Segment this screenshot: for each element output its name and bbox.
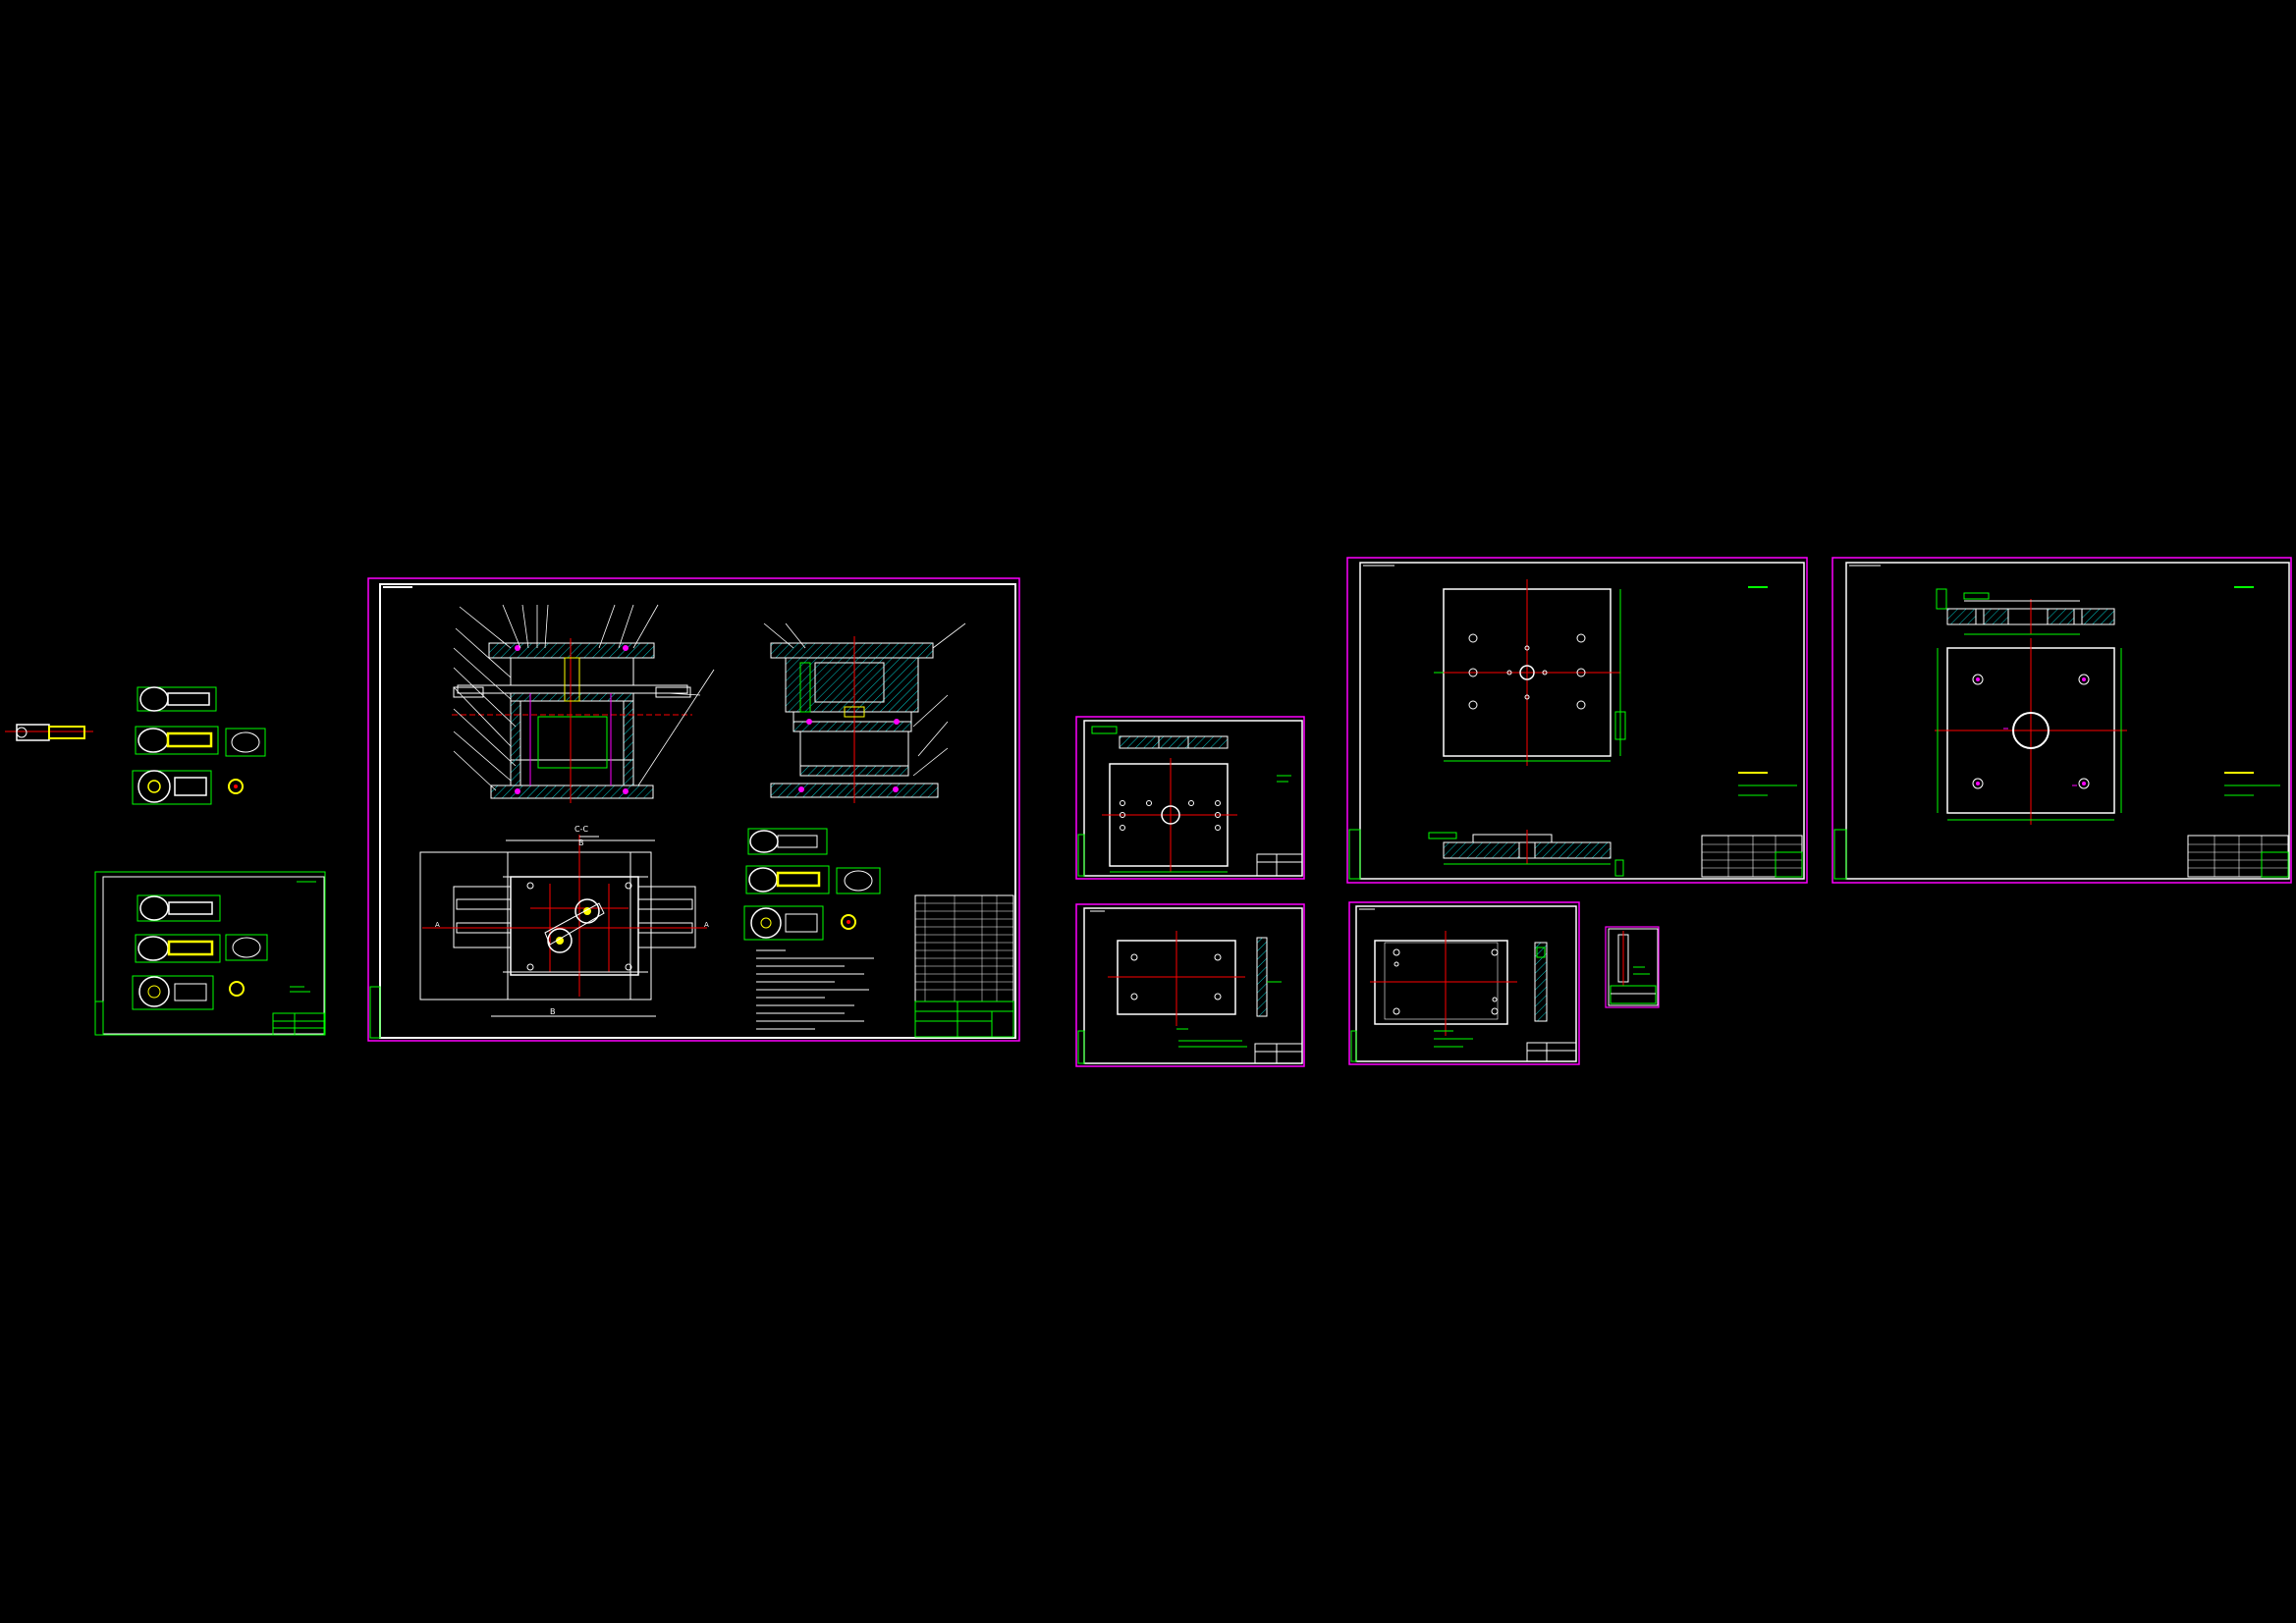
sheet-plate-large-2[interactable] [1831, 557, 2292, 884]
section-label-a-right: A [704, 921, 709, 929]
sheet-plate-1[interactable] [1075, 716, 1305, 880]
part-details-assembly [743, 828, 881, 941]
plan-view [419, 835, 707, 1017]
sheet-plate-2[interactable] [1075, 903, 1305, 1067]
sheet-plate-large-1[interactable] [1346, 557, 1808, 884]
section-label-cc: C-C [574, 825, 588, 834]
front-section-view [452, 604, 715, 803]
technical-notes [756, 949, 874, 1030]
section-label-b-top: B [578, 839, 584, 847]
section-label-a-left: A [435, 921, 440, 929]
sheet-plate-3[interactable] [1348, 901, 1580, 1065]
section-label-b-bottom: B [550, 1007, 556, 1016]
side-section-view [763, 622, 966, 803]
part-view-cluster-left[interactable] [132, 686, 266, 805]
sheet-small-part[interactable] [1605, 926, 1660, 1008]
parts-list-table [914, 894, 1014, 1038]
sheet-parts-left[interactable] [94, 871, 326, 1036]
sheet-assembly-main[interactable]: C-C B B A A [367, 577, 1020, 1042]
part-view-small-left[interactable] [5, 724, 93, 741]
